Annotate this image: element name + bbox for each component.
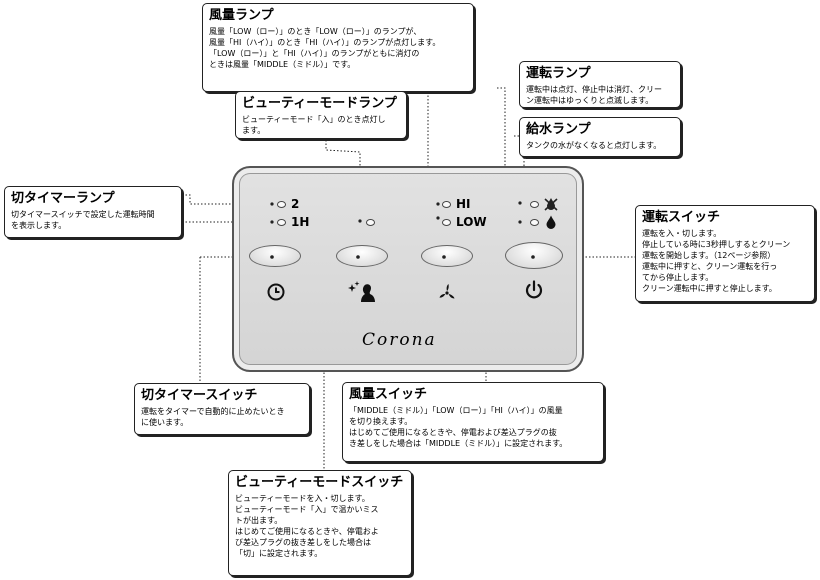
fan-hi-label: HI — [456, 197, 471, 211]
power-icon — [525, 280, 543, 299]
callout-fan-lamp: 風量ランプ 風量「LOW（ロー）」のとき「LOW（ロー）」のランプが、 風量「H… — [202, 3, 474, 92]
callout-timer-switch-desc: 運転をタイマーで自動的に止めたいとき に使います。 — [141, 407, 285, 427]
fan-speed-button[interactable] — [421, 245, 473, 267]
callout-water-lamp: 給水ランプ タンクの水がなくなると点灯します。 — [519, 117, 681, 157]
beauty-mode-led — [366, 219, 375, 226]
operation-led — [530, 201, 539, 208]
callout-operation-lamp: 運転ランプ 運転中は点灯、停止中は消灯、クリー ン運転中はゆっくりと点滅します。 — [519, 61, 681, 108]
callout-beauty-lamp-title: ビューティーモードランプ — [242, 96, 397, 111]
callout-timer-switch: 切タイマースイッチ 運転をタイマーで自動的に止めたいとき に使います。 — [134, 383, 310, 435]
callout-beauty-switch: ビューティーモードスイッチ ビューティーモードを入・切します。 ビューティーモー… — [228, 470, 412, 576]
brand-logo: Corona — [362, 330, 437, 350]
callout-beauty-switch-desc: ビューティーモードを入・切します。 ビューティーモード「入」で温かいミス トが出… — [235, 494, 379, 558]
callout-operation-lamp-title: 運転ランプ — [526, 66, 591, 81]
no-water-icon — [544, 198, 558, 211]
callout-water-lamp-desc: タンクの水がなくなると点灯します。 — [526, 141, 662, 150]
callout-timer-lamp: 切タイマーランプ 切タイマースイッチで設定した運転時間 を表示します。 — [4, 186, 182, 238]
water-drop-icon — [546, 215, 556, 229]
water-led — [530, 219, 539, 226]
callout-timer-lamp-desc: 切タイマースイッチで設定した運転時間 を表示します。 — [11, 210, 155, 230]
callout-water-lamp-title: 給水ランプ — [526, 122, 591, 137]
callout-power-switch-title: 運転スイッチ — [642, 210, 721, 225]
timer-1h-label: 1H — [291, 215, 310, 229]
beauty-mode-button[interactable] — [336, 245, 388, 267]
callout-beauty-lamp: ビューティーモードランプ ビューティーモード「入」のとき点灯し ます。 — [235, 91, 407, 139]
sparkle-person-icon — [348, 281, 375, 302]
timer-2-label: 2 — [291, 197, 300, 211]
callout-beauty-switch-title: ビューティーモードスイッチ — [235, 475, 404, 490]
callout-fan-switch-title: 風量スイッチ — [349, 387, 428, 402]
control-panel — [232, 166, 584, 372]
callout-fan-lamp-title: 風量ランプ — [209, 8, 274, 23]
callout-operation-lamp-desc: 運転中は点灯、停止中は消灯、クリー ン運転中はゆっくりと点滅します。 — [526, 85, 662, 105]
callout-fan-switch: 風量スイッチ 「MIDDLE（ミドル）」「LOW（ロー）」「HI（ハイ）」の風量… — [342, 382, 604, 462]
callout-fan-switch-desc: 「MIDDLE（ミドル）」「LOW（ロー）」「HI（ハイ）」の風量 を切り換えま… — [349, 406, 568, 448]
callout-timer-lamp-title: 切タイマーランプ — [11, 191, 115, 206]
fan-low-label: LOW — [456, 215, 487, 229]
callout-power-switch-desc: 運転を入・切します。 停止している時に3秒押しするとクリーン 運転を開始します。… — [642, 229, 791, 293]
callout-beauty-lamp-desc: ビューティーモード「入」のとき点灯し ます。 — [242, 115, 386, 135]
callout-power-switch: 運転スイッチ 運転を入・切します。 停止している時に3秒押しするとクリーン 運転… — [635, 205, 815, 302]
timer-1h-led — [277, 219, 286, 226]
fan-icon — [439, 284, 455, 299]
timer-button[interactable] — [249, 245, 301, 267]
fan-low-led — [442, 219, 451, 226]
timer-2-led — [277, 201, 286, 208]
callout-fan-lamp-desc: 風量「LOW（ロー）」のとき「LOW（ロー）」のランプが、 風量「HI（ハイ）」… — [209, 27, 441, 69]
callout-timer-switch-title: 切タイマースイッチ — [141, 388, 258, 403]
clock-icon — [267, 283, 285, 301]
fan-hi-led — [442, 201, 451, 208]
power-button[interactable] — [505, 242, 563, 269]
